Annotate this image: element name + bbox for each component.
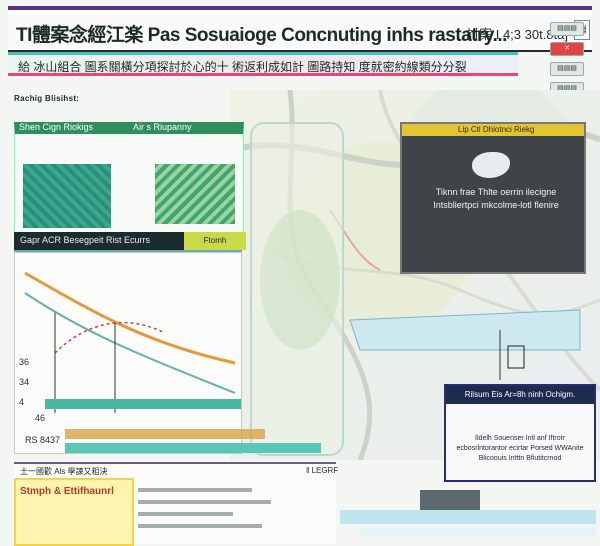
chart-title: Gapr ACR Besegpeit Rist Ecurrs (20, 235, 151, 245)
legend-bar-light (65, 443, 321, 453)
legend-bar-orange (65, 429, 265, 439)
route-corridor[interactable] (250, 122, 344, 456)
chart-label-5: RS 8437 (25, 435, 61, 445)
photo-panel[interactable]: Lip Ctl Dhiotnci Riekg Tiknn frae Thlte … (400, 122, 586, 274)
chart-label-4: 46 (35, 413, 46, 423)
side-button-3[interactable]: ▤▤▤ (550, 62, 584, 76)
site-thumbnails-panel: Shen Cign Riokigs Air s Riupanny (14, 122, 244, 245)
photo-title-bar: Lip Ctl Dhiotnci Riekg (402, 124, 584, 136)
footer-tag: Stmph & Ettifhaunrl (14, 478, 134, 546)
panel-title-left: Shen Cign Riokigs (19, 122, 94, 132)
close-button[interactable]: ✕ (550, 42, 584, 56)
legend-bar-teal (45, 399, 241, 409)
callout-body: Ildelh Souenser Intl anf Iftrotr ecbosrl… (456, 435, 584, 462)
footer-legend: ‖ LEGRF (306, 466, 339, 475)
page-title: TI體案念經江楽 Pas Sosuaioge Concnuting inhs r… (16, 25, 507, 46)
panel-title-right: Air s Riupanny (133, 122, 192, 132)
header-meta: 討案 I 4;3 30t.8ta] (466, 27, 568, 42)
info-callout: Rilsum Eis Ar=8h ninh Ochigm. Ildelh Sou… (444, 384, 596, 482)
chart-label-1: 36 (19, 357, 30, 367)
side-button-stack: ▤▤▤ ✕ ▤▤▤ ▤▤▤ (544, 22, 588, 102)
section-label: Rachig Blisihst: (14, 94, 80, 103)
footer-panel: 土一國歡 Als 學誎又粗決 ‖ LEGRF Stmph & Ettifhaun… (14, 462, 339, 546)
photo-title: Lip Ctl Dhiotnci Riekg (458, 125, 535, 134)
photo-highlight (472, 152, 510, 178)
filter-chip[interactable]: Ftomh Suesesme (184, 232, 246, 263)
site-plan-thumbnail[interactable] (23, 164, 111, 228)
side-button-1[interactable]: ▤▤▤ (550, 22, 584, 36)
structure-sketch (349, 309, 581, 380)
chart-label-2: 34 (19, 377, 30, 387)
footer-text-lines (138, 488, 328, 536)
photo-caption: Tiknn frae Thlte oerrin ilecigne Intsbli… (433, 187, 559, 210)
profile-lines (24, 271, 236, 413)
footer-tag-text: Stmph & Ettifhaunrl (20, 486, 114, 497)
subtitle-band: 給 冰山組合 圖系關橫分項探討於心的十 術返利成如計 圖路持知 度就密約線類分分… (8, 52, 518, 76)
profile-chart: 36 34 4 46 RS 8437 (14, 252, 321, 454)
footer-heading: 土一國歡 Als 學誎又粗決 (20, 467, 108, 476)
chart-label-3: 4 (19, 397, 25, 407)
aerial-thumbnail[interactable] (155, 164, 235, 224)
header-bar: TI體案念經江楽 Pas Sosuaioge Concnuting inhs r… (8, 6, 592, 52)
callout-title: Rilsum Eis Ar=8h ninh Ochigm. (446, 386, 594, 404)
building-sketch (340, 490, 596, 536)
